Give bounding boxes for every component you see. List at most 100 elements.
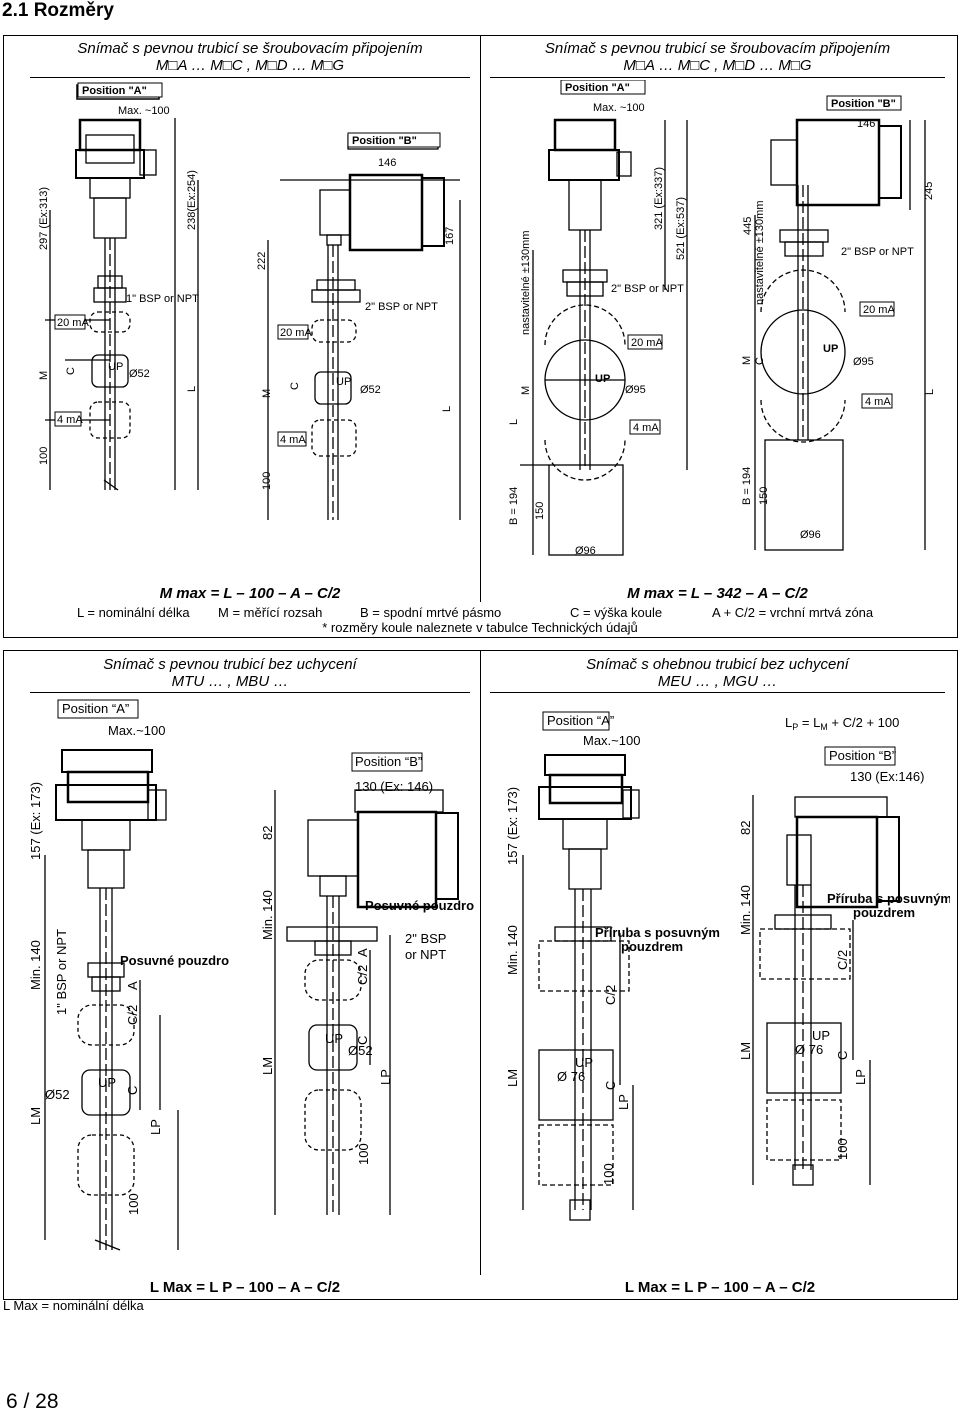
min140-label-br: Min. 140 xyxy=(505,925,520,975)
d100-label-br: 100 xyxy=(601,1163,616,1185)
bsp2b-label-bl: 2" BSP xyxy=(405,931,446,946)
min140-label-bl2: Min. 140 xyxy=(260,890,275,940)
max100-label-r: Max. ~100 xyxy=(593,102,645,114)
nast-label-r2: nastavitelné ±130mm xyxy=(754,201,766,305)
ma20-label-r2: 20 mA xyxy=(863,304,895,316)
d52-label-bl: Ø52 xyxy=(45,1087,70,1102)
up-label-r2: UP xyxy=(823,343,838,355)
up-label-r: UP xyxy=(595,373,610,385)
bottom-right-header-models: MEU … , MGU … xyxy=(657,673,778,690)
legend-l: L = nominální délka xyxy=(77,605,190,620)
lp-label-bl: LP xyxy=(148,1119,163,1135)
bottom-right-formula: L Max = L P – 100 – A – C/2 xyxy=(624,1279,816,1296)
d146-label-r: 146 xyxy=(857,118,875,130)
d157-label-bl: 157 (Ex: 173) xyxy=(28,782,43,860)
legend-note: * rozměry koule naleznete v tabulce Tech… xyxy=(322,620,638,635)
pos-a-label: Position "A" xyxy=(82,85,147,97)
pos-a-label-br: Position “A” xyxy=(547,713,614,728)
pos-a-label-bl: Position “A” xyxy=(62,701,129,716)
bottom-right-header: Snímač s ohebnou trubicí bez uchycení ME… xyxy=(500,656,935,690)
top-right-drawing: Position "A" Max. ~100 Position "B" 146 … xyxy=(508,80,936,557)
c-label: C xyxy=(65,367,77,375)
priruba-label-br4: pouzdrem xyxy=(853,905,915,920)
m-label-r: M xyxy=(520,386,532,395)
c2-label-bl2: C/2 xyxy=(355,965,370,985)
bottom-header-rule-right xyxy=(490,692,945,693)
a-label-bl: A xyxy=(125,981,140,990)
d222-label: 222 xyxy=(256,252,268,270)
top-right-header-title: Snímač s pevnou trubicí se šroubovacím p… xyxy=(544,40,891,57)
priruba-label-br3: Příruba s posuvným xyxy=(827,891,950,906)
max100-label: Max. ~100 xyxy=(118,105,170,117)
d238-label: 238(Ex:254) xyxy=(186,170,198,230)
lp-label-br: LP xyxy=(616,1094,631,1110)
lp-formula: LP = LM + C/2 + 100 xyxy=(785,715,899,732)
bottom-left-formula: L Max = L P – 100 – A – C/2 xyxy=(149,1279,341,1296)
d445-label: 445 xyxy=(742,217,754,235)
bsp1-label-bl: 1" BSP or NPT xyxy=(54,929,69,1015)
top-left-header-models: M□A … M□C , M□D … M□G xyxy=(155,57,345,74)
d167-label: 167 xyxy=(444,227,456,245)
a-label-bl2: A xyxy=(355,948,370,957)
c-label-br2: C xyxy=(835,1051,850,1060)
top-left-header: Snímač s pevnou trubicí se šroubovacím p… xyxy=(30,40,470,74)
d52-label-b: Ø52 xyxy=(360,384,381,396)
d96-label-r2: Ø96 xyxy=(800,529,821,541)
up-label-bl2: UP xyxy=(325,1031,343,1046)
up-label-b: UP xyxy=(336,376,351,388)
d95-label-r: Ø95 xyxy=(625,384,646,396)
up-label-bl: UP xyxy=(98,1075,116,1090)
max100-label-br: Max.~100 xyxy=(583,733,640,748)
legend-c: C = výška koule xyxy=(570,605,663,620)
legend-b: B = spodní mrtvé pásmo xyxy=(360,605,502,620)
bottom-left-header-title: Snímač s pevnou trubicí bez uchycení xyxy=(103,656,357,673)
section-title: 2.1 Rozměry xyxy=(2,0,114,21)
top-right-header-models: M□A … M□C , M□D … M□G xyxy=(623,57,812,74)
d95-label-r2: Ø95 xyxy=(853,356,874,368)
bsp2-label-r2: 2" BSP or NPT xyxy=(841,246,914,258)
d146-label: 146 xyxy=(378,157,396,169)
bsp2-label-r: 2" BSP or NPT xyxy=(611,283,684,295)
bottom-divider xyxy=(480,650,481,1275)
m-label: M xyxy=(38,371,50,380)
top-header-rule-right xyxy=(490,77,945,78)
ma20-label-r: 20 mA xyxy=(631,337,663,349)
d297-label: 297 (Ex:313) xyxy=(38,187,50,250)
l-label: L xyxy=(186,386,198,392)
l-label-b: L xyxy=(441,406,453,412)
bottom-right-drawing: Position “A” Max.~100 LP = LM + C/2 + 10… xyxy=(505,711,950,1221)
top-divider xyxy=(480,35,481,602)
posuvne-label-bl2: Posuvné pouzdro xyxy=(365,898,474,913)
c2-label-bl: C/2 xyxy=(125,1005,140,1025)
top-right-header: Snímač s pevnou trubicí se šroubovacím p… xyxy=(490,40,945,74)
d130-label-br: 130 (Ex:146) xyxy=(850,769,924,784)
nast-label-r: nastavitelné ±130mm xyxy=(520,231,532,335)
bsp1-label: 1" BSP or NPT xyxy=(126,293,199,305)
d100-label-bl: 100 xyxy=(126,1193,141,1215)
d76-label-br2: Ø 76 xyxy=(795,1042,823,1057)
l-label-r: L xyxy=(508,419,520,425)
page-number: 6 / 28 xyxy=(6,1390,59,1413)
d150-label-r2: 150 xyxy=(758,487,770,505)
d100-label: 100 xyxy=(38,447,50,465)
ma4-label: 4 mA xyxy=(57,414,83,426)
legend-m: M = měřící rozsah xyxy=(218,605,323,620)
top-right-formula: M max = L – 342 – A – C/2 xyxy=(627,585,808,602)
d82-label-br: 82 xyxy=(738,821,753,835)
d157-label-br: 157 (Ex: 173) xyxy=(505,787,520,865)
posuvne-label-bl: Posuvné pouzdro xyxy=(120,953,229,968)
ma4-label-b: 4 mA xyxy=(280,434,306,446)
top-left-drawing: Position "A" Max. ~100 Position "B" 146 … xyxy=(38,82,461,520)
bottom-left-header: Snímač s pevnou trubicí bez uchycení MTU… xyxy=(30,656,430,690)
l-label-r2: L xyxy=(924,389,936,395)
bsp2-label: 2" BSP or NPT xyxy=(365,301,438,313)
c2-label-br: C/2 xyxy=(603,985,618,1005)
d521-label: 521 (Ex:537) xyxy=(675,197,687,260)
d100-label-bl2: 100 xyxy=(356,1143,371,1165)
d52-label-bl2: Ø52 xyxy=(348,1043,373,1058)
bottom-right-header-title: Snímač s ohebnou trubicí bez uchycení xyxy=(586,656,849,673)
min140-label-br2: Min. 140 xyxy=(738,885,753,935)
pos-b-label-br: Position “B” xyxy=(829,748,896,763)
top-header-rule-left xyxy=(30,77,470,78)
c-label-r2: C xyxy=(754,357,766,365)
